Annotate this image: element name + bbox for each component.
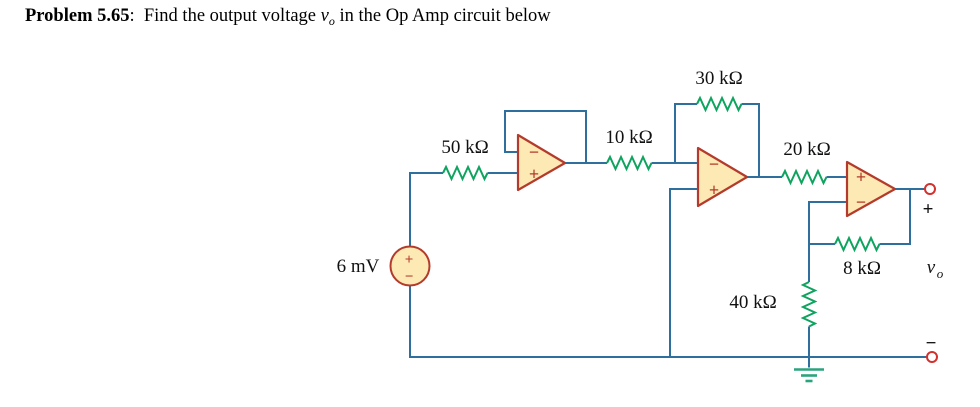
source-value-label: 6 mV xyxy=(337,256,380,277)
voltage-source-circle xyxy=(389,245,431,287)
opamp-3 xyxy=(845,160,897,218)
title-text-after: in the Op Amp circuit below xyxy=(334,6,551,26)
opamp-1-minus-sign: − xyxy=(529,142,539,162)
resistor-20k-symbol xyxy=(781,168,828,186)
resistor-8k-label: 8 kΩ xyxy=(843,258,881,279)
output-voltage-sub: o xyxy=(937,266,944,281)
opamp-1 xyxy=(516,133,567,192)
wire-opamp2-feedback-right xyxy=(741,103,760,177)
output-terminal-plus xyxy=(924,183,936,195)
ground-icon xyxy=(794,368,824,383)
wire-opamp1-feedback xyxy=(504,110,587,163)
opamp-3-minus-sign: − xyxy=(856,192,866,212)
voltage-source: + − xyxy=(389,245,431,287)
resistor-20k-label: 20 kΩ xyxy=(783,139,830,160)
opamp-1-plus-sign: + xyxy=(529,164,539,184)
resistor-30k-symbol xyxy=(696,95,743,113)
title-separator: : xyxy=(129,6,144,26)
title-vo-sub: o xyxy=(328,14,335,28)
opamp-3-plus-sign: + xyxy=(856,167,866,187)
resistor-8k-symbol xyxy=(834,235,881,253)
resistor-30k-label: 30 kΩ xyxy=(695,68,742,89)
title-vo-var: v xyxy=(320,6,329,26)
opamp-2-plus-sign: + xyxy=(709,180,719,200)
wire-bottom-rail xyxy=(409,285,927,358)
resistor-40k-symbol xyxy=(800,281,818,328)
output-terminal-minus xyxy=(926,351,938,363)
wire-opamp2-plus-to-ground xyxy=(669,188,698,357)
resistor-50k-symbol xyxy=(442,164,489,182)
wire-opamp2-feedback-left xyxy=(674,103,697,163)
resistor-10k-symbol xyxy=(606,154,653,172)
opamp-2 xyxy=(696,146,749,208)
wire-opamp3-minus-down xyxy=(808,201,847,282)
wire-source-to-r50 xyxy=(409,172,443,247)
resistor-40k-label: 40 kΩ xyxy=(729,292,776,313)
problem-number: Problem 5.65 xyxy=(25,6,130,26)
resistor-50k-label: 50 kΩ xyxy=(441,137,488,158)
output-plus-label: + xyxy=(923,199,934,220)
wire-output-feedback-drop xyxy=(879,189,911,245)
output-minus-label: − xyxy=(926,333,937,354)
opamp-2-minus-sign: − xyxy=(709,154,719,174)
source-plus-sign: + xyxy=(405,252,414,268)
output-voltage-var: v xyxy=(927,257,936,278)
problem-title: Problem 5.65: Find the output voltage vo… xyxy=(25,6,551,29)
resistor-10k-label: 10 kΩ xyxy=(605,127,652,148)
source-minus-sign: − xyxy=(405,269,414,285)
title-text-before: Find the output voltage xyxy=(143,6,321,26)
